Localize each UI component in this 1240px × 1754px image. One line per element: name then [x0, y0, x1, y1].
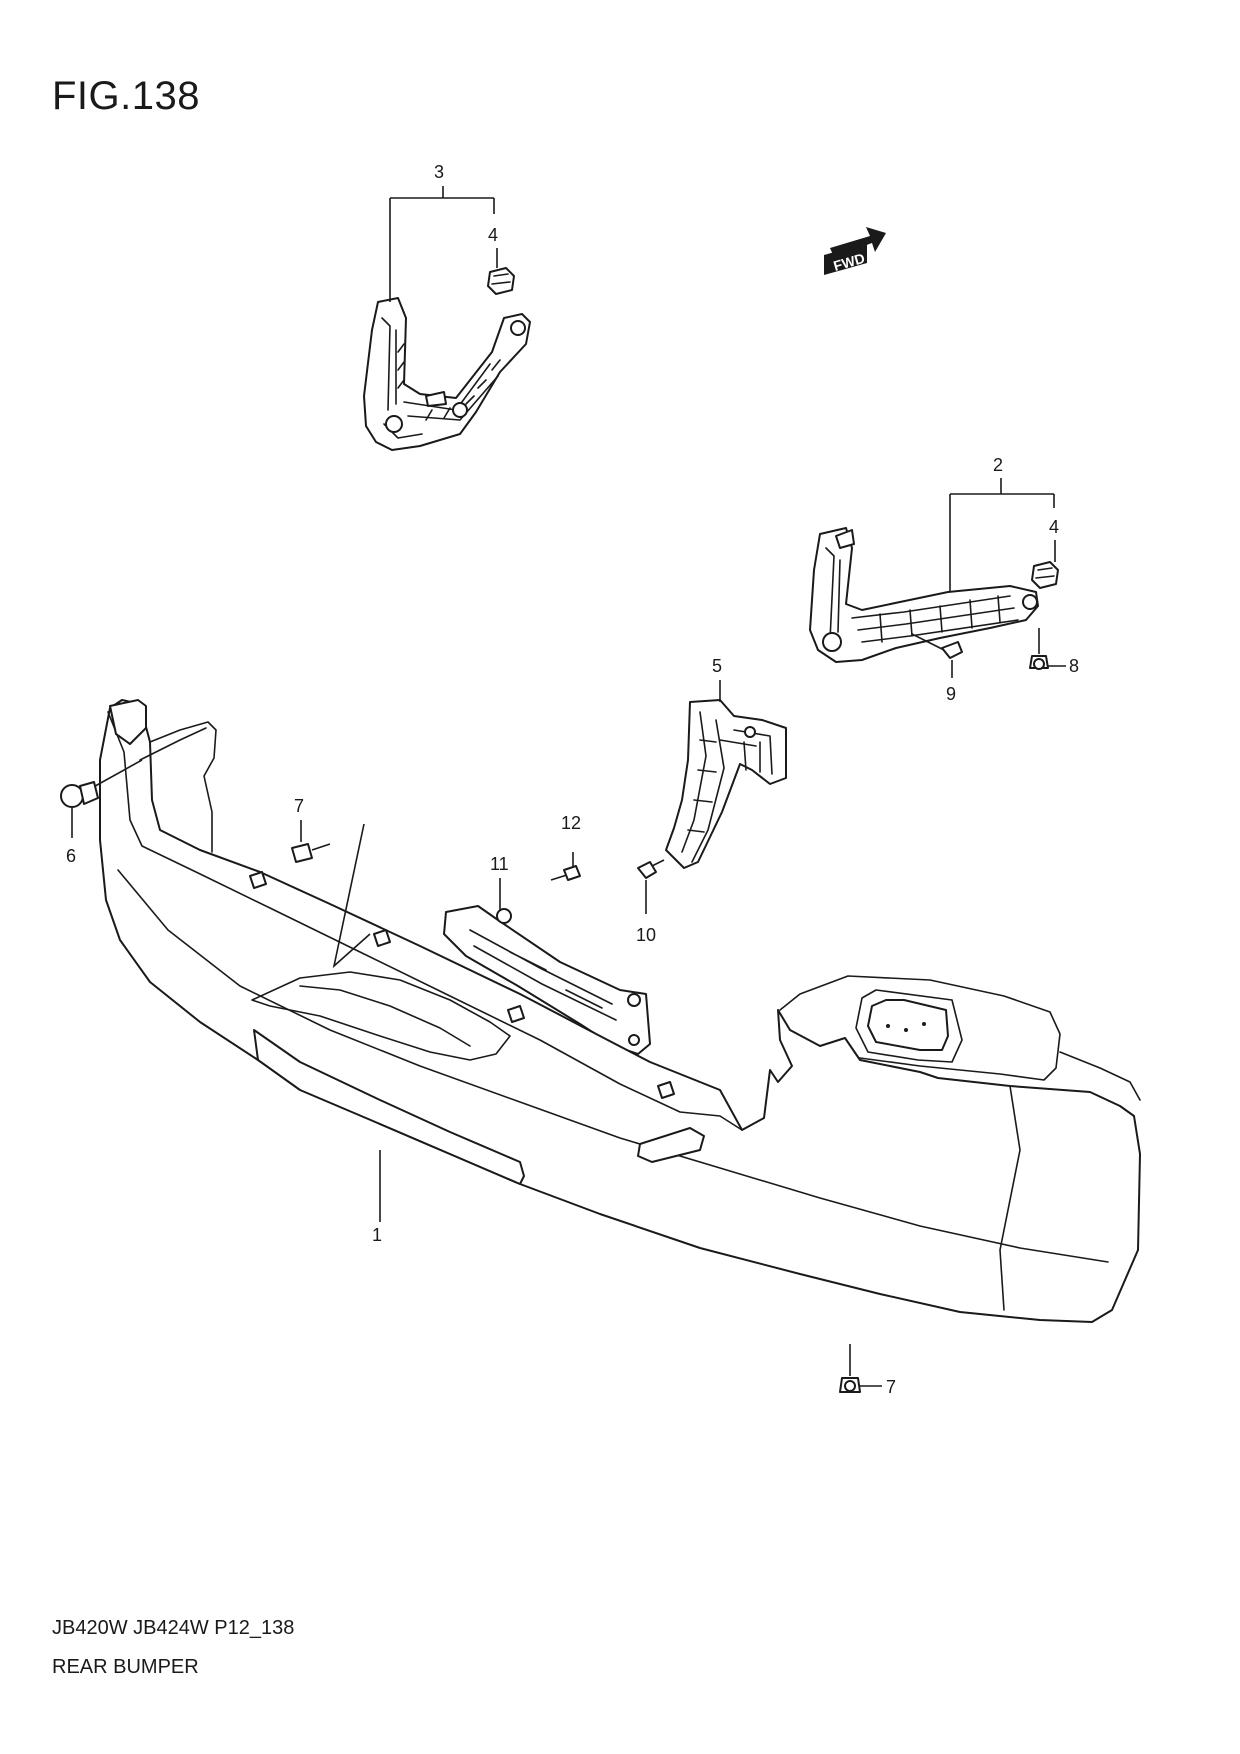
clip-nut-upper-part-4	[487, 267, 515, 295]
fwd-arrow-icon: FWD	[824, 227, 886, 275]
model-code: JB420W JB424W P12_138	[52, 1617, 295, 1639]
callout-2: 2	[993, 455, 1003, 475]
callout-8: 8	[1069, 656, 1079, 676]
bracket-right-part-2	[809, 527, 1039, 663]
callout-7-upper: 7	[294, 796, 304, 816]
callout-4-upper: 4	[488, 225, 498, 245]
reinforcement-strip-part-11	[443, 905, 651, 1055]
screw-part-12	[550, 852, 581, 881]
callout-5: 5	[712, 656, 722, 676]
bolt-part-8	[1029, 628, 1049, 670]
callout-3: 3	[434, 162, 444, 182]
figure-name: REAR BUMPER	[52, 1656, 199, 1678]
screw-part-9	[911, 633, 963, 659]
callout-1: 1	[372, 1225, 382, 1245]
callout-6: 6	[66, 846, 76, 866]
callout-10: 10	[636, 925, 656, 945]
callout-11: 11	[490, 854, 509, 874]
push-clip-part-6	[60, 759, 143, 838]
rear-bumper-cover-part-1	[99, 699, 1141, 1323]
callout-4-right: 4	[1049, 517, 1059, 537]
clip-nut-right-part-4	[1031, 561, 1059, 589]
bolt-upper-part-7	[291, 820, 371, 969]
bracket-left-part-3	[363, 297, 531, 451]
screw-part-10	[637, 859, 665, 914]
figure-title: FIG.138	[52, 74, 201, 118]
callout-12: 12	[561, 813, 581, 833]
callout-7-lower: 7	[886, 1377, 896, 1397]
callout-9: 9	[946, 684, 956, 704]
bolt-lower-part-7	[839, 1344, 882, 1393]
side-bracket-part-5	[665, 699, 787, 869]
